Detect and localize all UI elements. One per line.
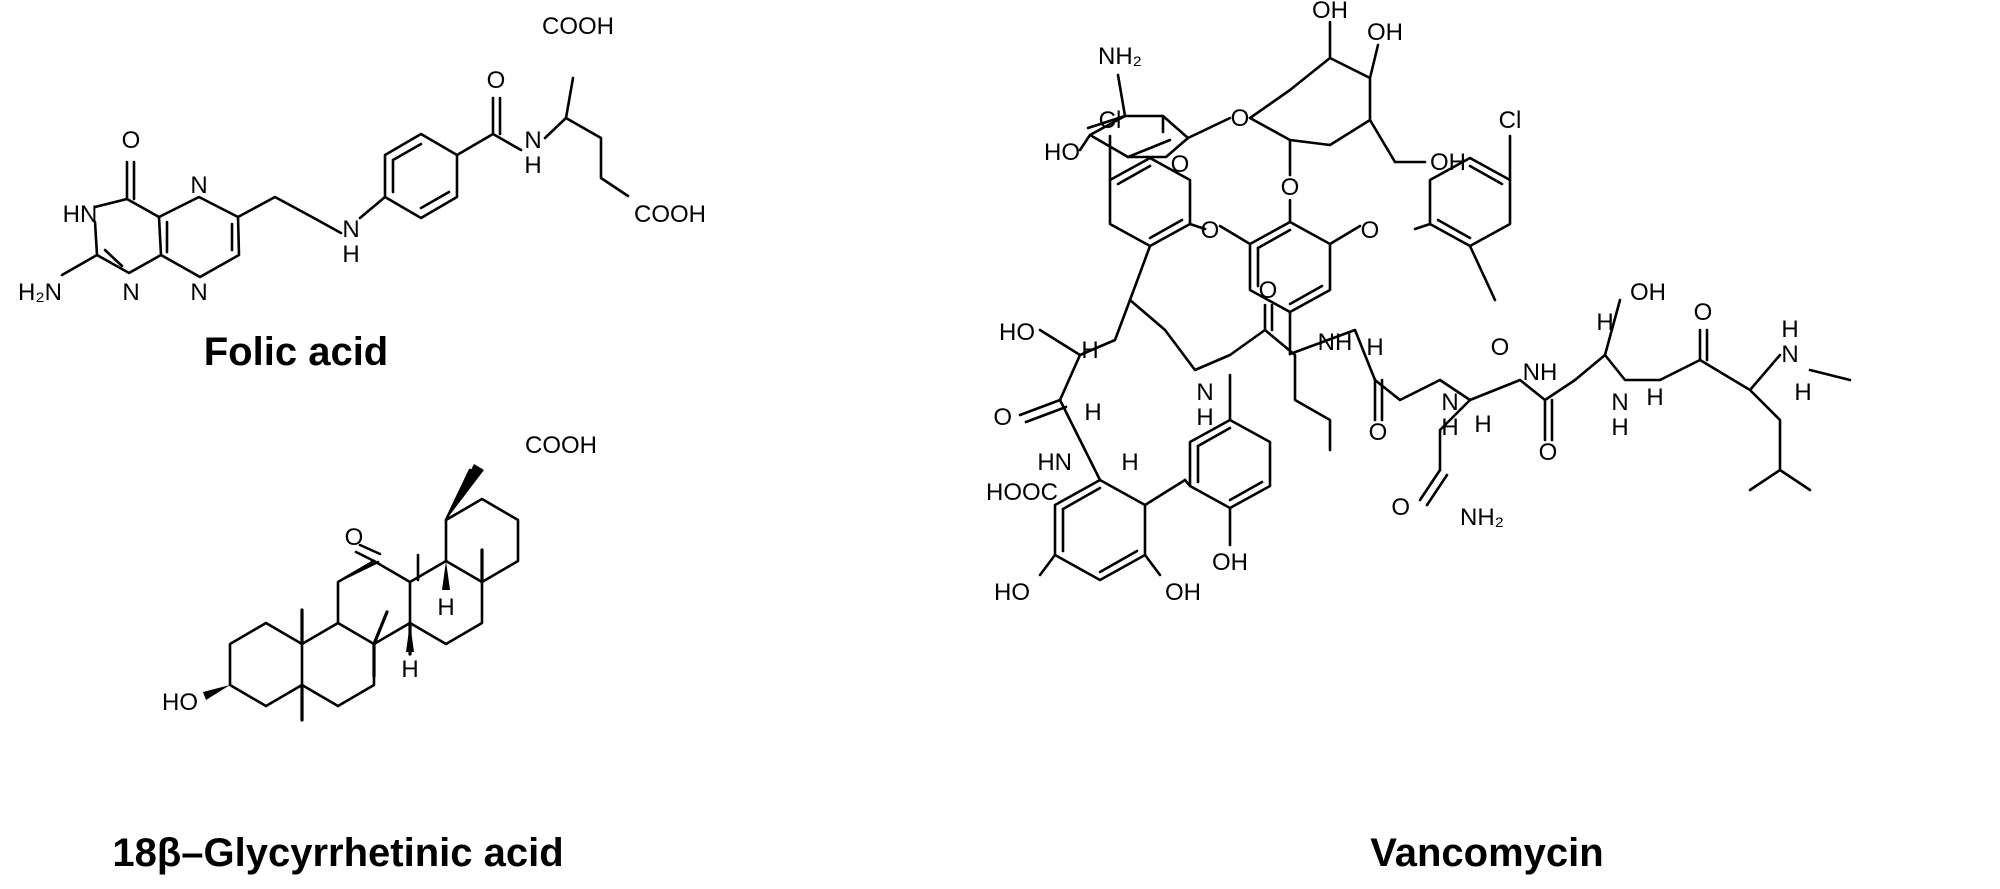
vanco-n1-h-label: H <box>1196 404 1213 431</box>
folic-amide-h-label: H <box>524 152 541 179</box>
folic-amide-o-label: O <box>487 67 506 94</box>
vanco-h5-label: H <box>1474 411 1491 438</box>
vanco-n4-label: N <box>1781 341 1798 368</box>
vanco-amide-nh2-label: NH₂ <box>1460 504 1504 531</box>
vanco-o3-label: O <box>1369 419 1388 446</box>
vanco-ho2-label: HO <box>994 579 1030 606</box>
vanco-h3-label: H <box>1121 449 1138 476</box>
vanco-n4-h-label: H <box>1781 316 1798 343</box>
vanco-h7-label: H <box>1646 384 1663 411</box>
vanco-nh2-amide-label: NH <box>1523 359 1558 386</box>
vanco-glc-oh2-label: OH <box>1367 19 1403 46</box>
glyc-ho-label: HO <box>162 689 198 716</box>
folic-n2-label: N <box>190 172 207 199</box>
vanco-o7-label: O <box>1391 494 1410 521</box>
folic-cooh2-label: COOH <box>634 201 706 228</box>
folic-o-label: O <box>122 127 141 154</box>
folic-acid-title: Folic acid <box>204 330 389 374</box>
vanco-h8-label: H <box>1794 379 1811 406</box>
vanco-nh1-label: NH <box>1318 329 1353 356</box>
folic-nh-h-label: H <box>342 241 359 268</box>
folic-n4-label: N <box>342 216 359 243</box>
vanco-h6-label: H <box>1596 309 1613 336</box>
folic-amide-n-label: N <box>524 127 541 154</box>
vanco-glc-oh3-label: OH <box>1430 149 1466 176</box>
vanco-o4-label: O <box>1491 334 1510 361</box>
vanco-o2-label: O <box>1259 277 1278 304</box>
vanco-oh3-label: OH <box>1165 579 1201 606</box>
vanco-oh2-label: OH <box>1212 549 1248 576</box>
vanco-nh2-label: NH₂ <box>1098 43 1142 70</box>
vanco-o5-label: O <box>1539 439 1558 466</box>
vancomycin-title: Vancomycin <box>1370 831 1603 875</box>
glyc-cooh-label: COOH <box>525 432 597 459</box>
folic-h2n-label: H₂N <box>18 279 62 306</box>
vanco-n1-label: N <box>1196 379 1213 406</box>
folic-n3-label: N <box>190 279 207 306</box>
folic-acid-structure <box>60 76 630 279</box>
vanco-ho1-label: HO <box>999 319 1035 346</box>
vanco-h1-label: H <box>1081 337 1098 364</box>
vanco-hooc-label: HOOC <box>986 479 1058 506</box>
vanco-hn-label: HN <box>1037 449 1072 476</box>
glycyrrhetinic-acid-structure <box>203 464 520 722</box>
vanco-right-ether-o-label: O <box>1361 217 1380 244</box>
vanco-cl1-label: Cl <box>1099 107 1122 134</box>
vanco-left-ether-o-label: O <box>1201 217 1220 244</box>
vanco-h4-label: H <box>1366 334 1383 361</box>
glyc-h2-label: H <box>401 656 418 683</box>
vanco-oh1-label: OH <box>1630 279 1666 306</box>
vanco-n2-label: N <box>1441 389 1458 416</box>
folic-hn-label: HN <box>63 201 98 228</box>
vanco-glyco-o-label: O <box>1231 105 1250 132</box>
vanco-sugar-ho-label: HO <box>1044 139 1080 166</box>
vancomycin-structure <box>1018 20 1852 582</box>
vanco-h2-label: H <box>1084 399 1101 426</box>
folic-n1-label: N <box>122 279 139 306</box>
vanco-ether-o-label: O <box>1281 174 1300 201</box>
glycyrrhetinic-acid-title: 18β–Glycyrrhetinic acid <box>112 831 563 875</box>
vanco-cl2-label: Cl <box>1499 107 1522 134</box>
vanco-n2-h-label: H <box>1441 414 1458 441</box>
glyc-o-label: O <box>345 524 364 551</box>
vanco-n3-h-label: H <box>1611 414 1628 441</box>
glyc-h1-label: H <box>437 594 454 621</box>
vanco-n3-label: N <box>1611 389 1628 416</box>
vanco-sugar-o-label: O <box>1171 151 1190 178</box>
vanco-o6-label: O <box>1694 299 1713 326</box>
vanco-o1-label: O <box>993 404 1012 431</box>
vanco-glc-oh1-label: OH <box>1312 0 1348 24</box>
folic-cooh1-label: COOH <box>542 13 614 40</box>
